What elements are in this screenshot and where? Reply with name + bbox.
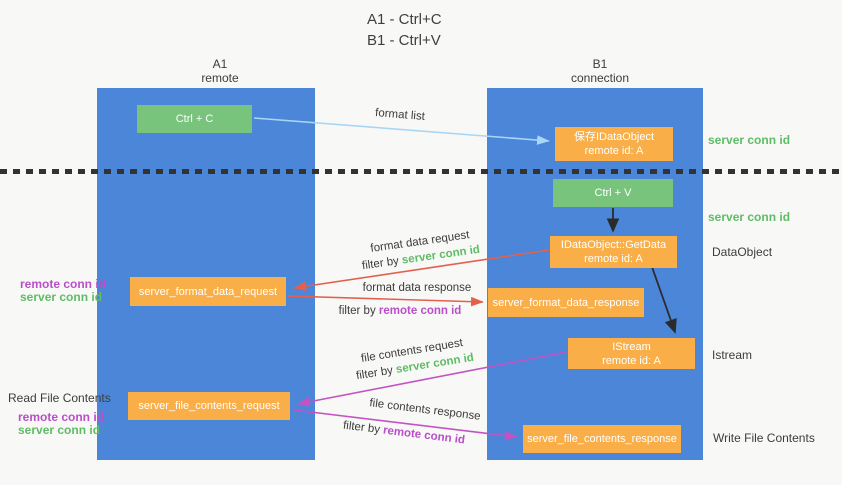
write-file-contents-label: Write File Contents	[713, 431, 815, 445]
save-idataobject-line1: 保存IDataObject	[573, 131, 655, 143]
server-format-data-request-label: server_format_data_request	[138, 285, 278, 298]
column-a1-name: A1	[212, 57, 228, 71]
column-b1-role: connection	[570, 71, 630, 85]
column-header-a1: A1 remote	[140, 57, 300, 85]
format-data-response-arrow-label: format data response	[362, 282, 472, 294]
remote-conn-id-label-format: remote conn id	[20, 277, 107, 291]
filter-by-prefix-3: filter by	[355, 364, 397, 383]
server-file-contents-response-label: server_file_contents_response	[527, 433, 677, 445]
server-conn-id-label-format: server conn id	[20, 290, 103, 304]
ctrl-v-node: Ctrl + V	[553, 179, 673, 207]
ctrl-c-node: Ctrl + C	[137, 105, 252, 133]
istream-line2: remote id: A	[602, 354, 661, 367]
filter-by-prefix-2: filter by	[338, 305, 379, 317]
server-format-data-response-node: server_format_data_response	[488, 288, 644, 317]
title-line-1: A1 - Ctrl+C	[367, 11, 442, 28]
server-conn-id-label-top: server conn id	[708, 133, 791, 147]
remote-conn-id-label-file: remote conn id	[18, 410, 105, 424]
server-conn-id-label-file: server conn id	[18, 423, 101, 437]
diagram-title: A1 - Ctrl+C B1 - Ctrl+V	[367, 9, 442, 51]
istream-line1: IStream	[612, 340, 651, 353]
dataobject-label: DataObject	[712, 245, 773, 259]
idataobject-getdata-node: IDataObject::GetData remote id: A	[550, 236, 677, 268]
format-list-arrow-label: format list	[374, 107, 426, 123]
istream-node: IStream remote id: A	[568, 338, 695, 369]
column-header-b1: B1 connection	[520, 57, 680, 85]
server-file-contents-request-node: server_file_contents_request	[128, 392, 290, 420]
filter-by-remote-conn-id-label-2: filter by remote conn id	[330, 305, 470, 317]
server-file-contents-request-label: server_file_contents_request	[138, 400, 280, 412]
filter-by-prefix-1: filter by	[361, 254, 403, 273]
save-idataobject-node: 保存IDataObject remote id: A	[555, 127, 673, 161]
column-a1-role: remote	[201, 71, 239, 85]
getdata-line1: IDataObject::GetData	[560, 239, 667, 251]
filter-by-remote-conn-id-label-4: filter by remote conn id	[333, 418, 475, 447]
server-format-data-response-label: server_format_data_response	[492, 296, 640, 309]
filter-by-prefix-4: filter by	[342, 419, 384, 437]
ctrl-c-label: Ctrl + C	[175, 113, 214, 125]
left-conn-id-labels-format: remote conn id server conn id	[20, 278, 106, 304]
read-file-contents-label: Read File Contents	[8, 391, 111, 405]
phase-separator-dotted-line	[0, 169, 842, 174]
title-line-2: B1 - Ctrl+V	[367, 32, 441, 49]
file-contents-response-arrow-label: file contents response	[368, 397, 482, 423]
filter-by-id-2: remote conn id	[378, 305, 462, 317]
column-b1-name: B1	[592, 57, 608, 71]
istream-side-label: Istream	[712, 348, 753, 362]
save-idataobject-line2: remote id: A	[584, 145, 644, 157]
arrow-format-data-response	[286, 295, 484, 307]
server-file-contents-response-node: server_file_contents_response	[523, 425, 681, 453]
server-conn-id-label-mid: server conn id	[708, 210, 791, 224]
filter-by-id-4: remote conn id	[382, 424, 466, 447]
ctrl-v-label: Ctrl + V	[594, 187, 632, 199]
left-conn-id-labels-file: remote conn id server conn id	[18, 411, 104, 437]
server-format-data-request-node: server_format_data_request	[130, 277, 286, 306]
getdata-line2: remote id: A	[584, 253, 643, 265]
